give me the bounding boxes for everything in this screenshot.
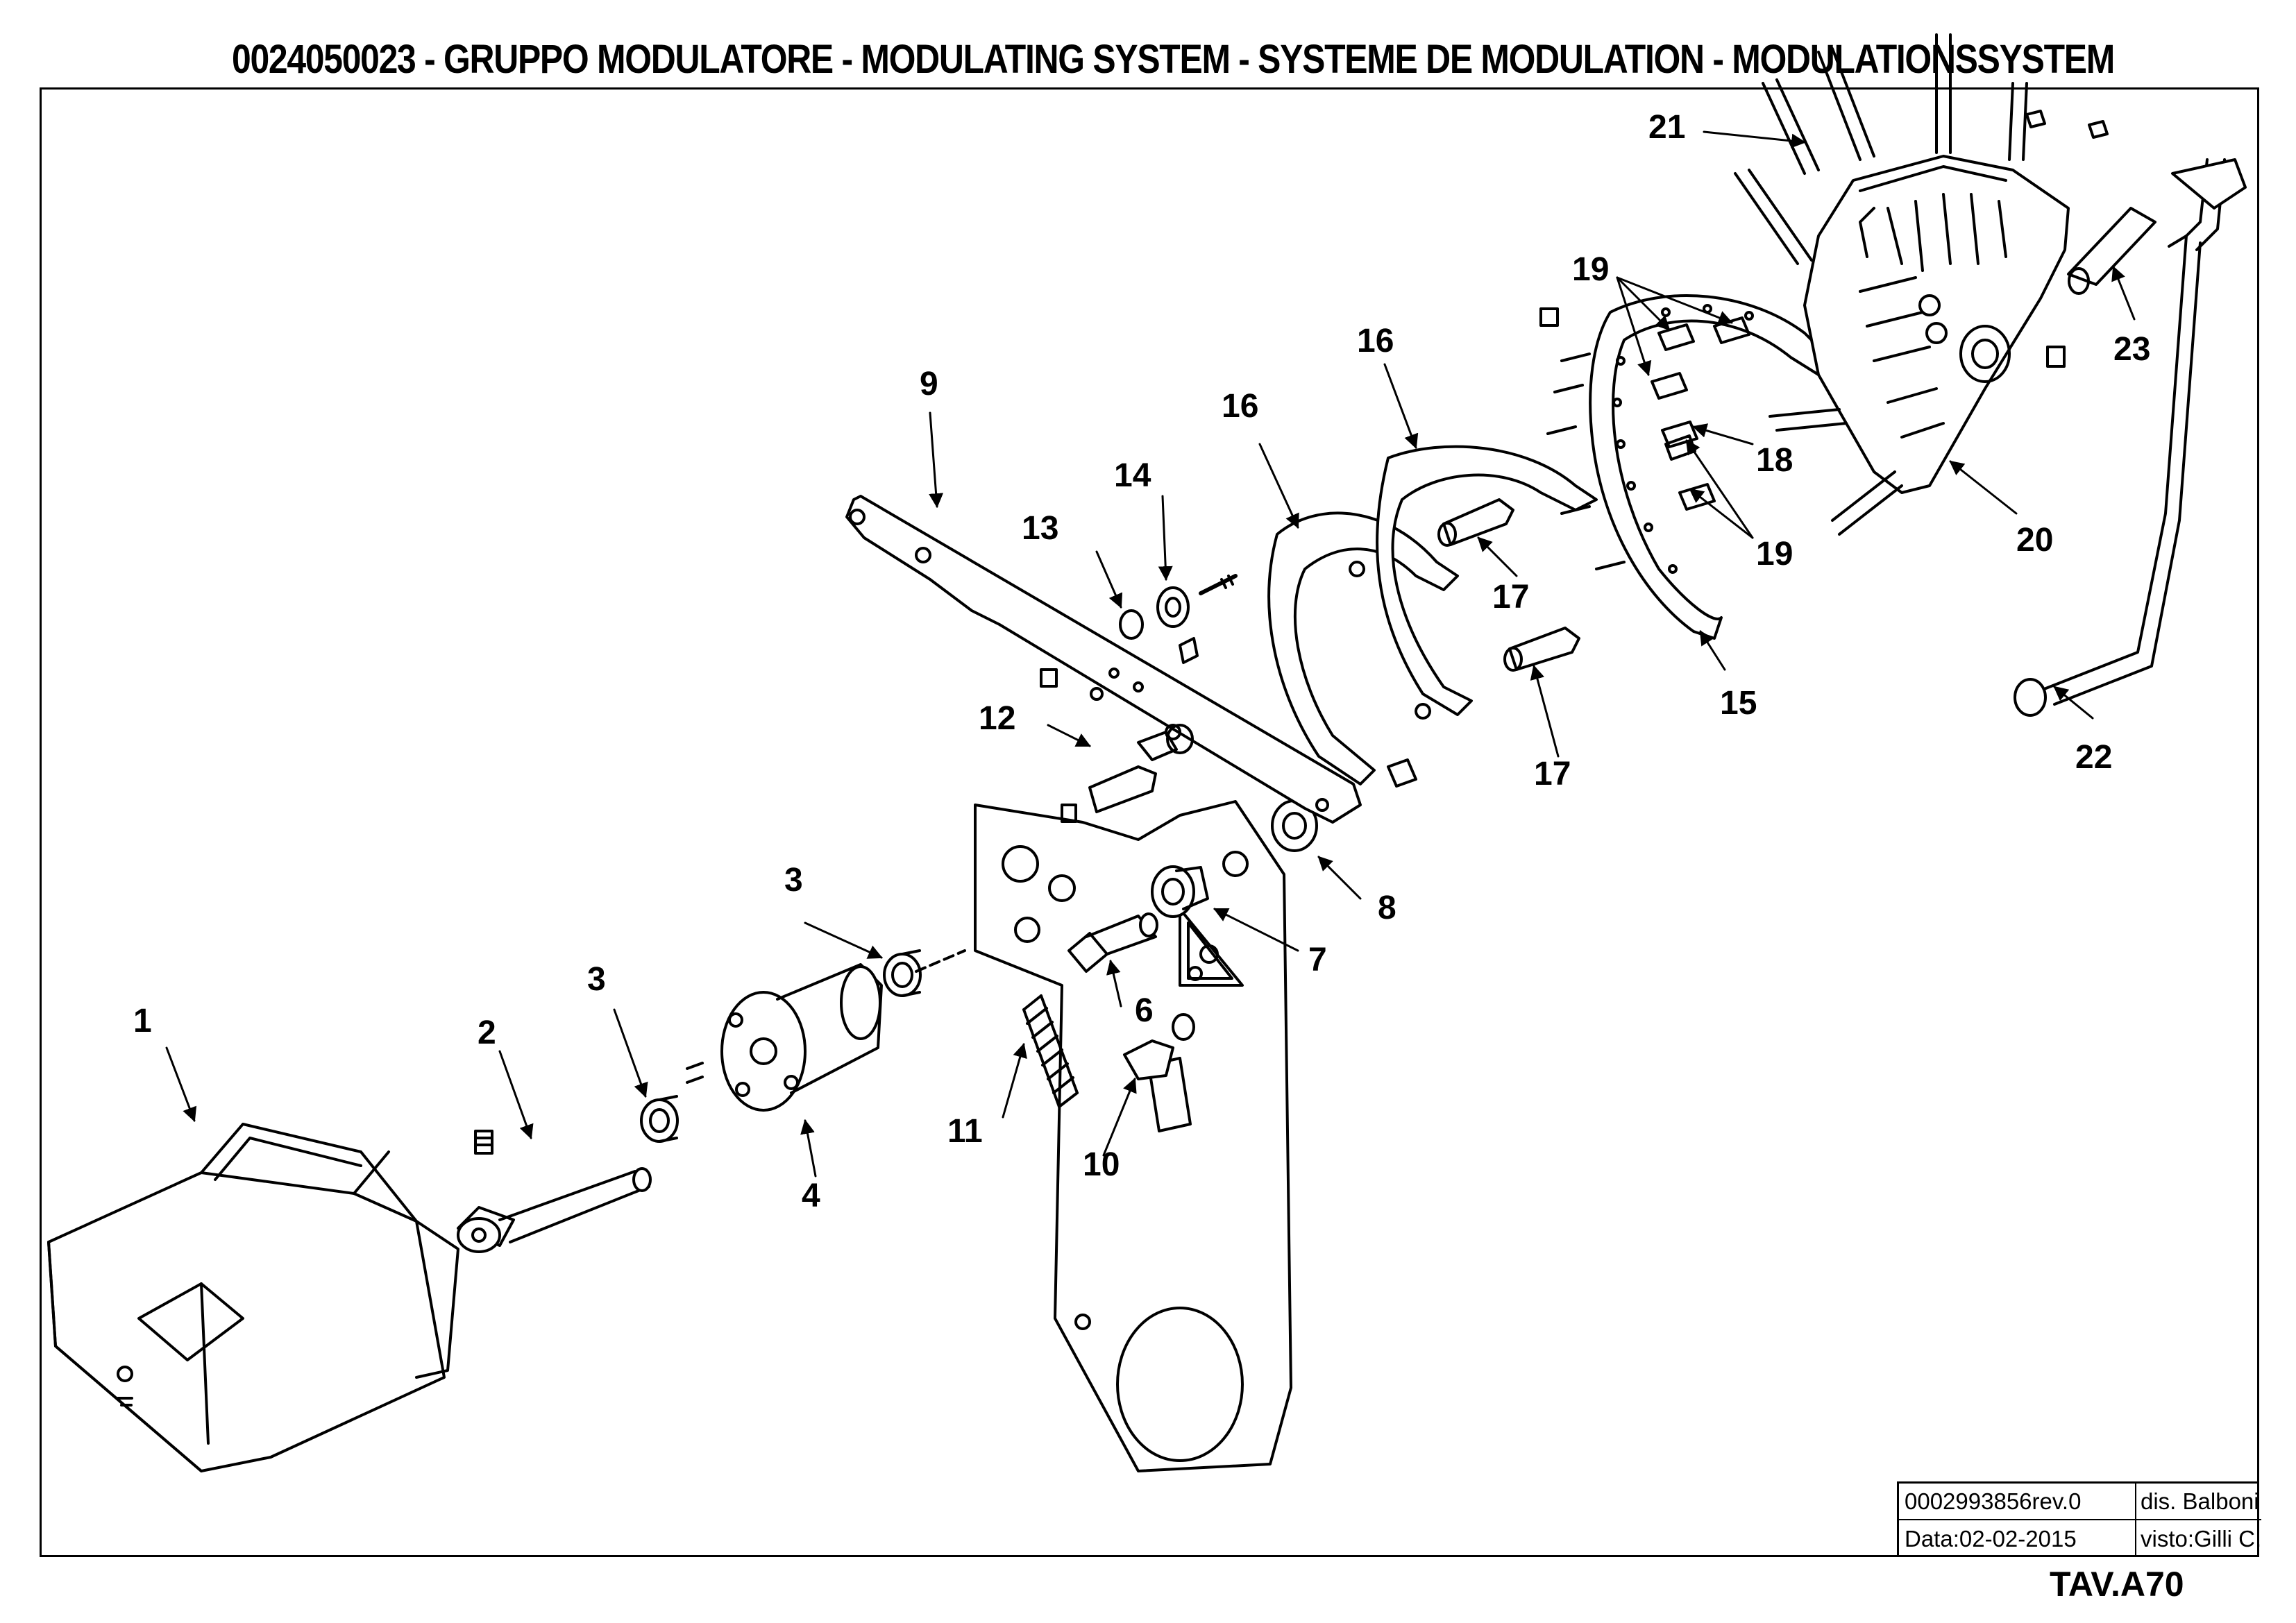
callout-number: 17 <box>1534 756 1571 792</box>
mounting-plate <box>974 800 1292 1472</box>
callout-number: 14 <box>1114 457 1151 494</box>
callout-number: 13 <box>1022 510 1059 547</box>
callout-number: 19 <box>1756 536 1793 572</box>
callout-number: 9 <box>920 366 938 402</box>
leader-arrows <box>165 130 2136 1178</box>
indicator-light-icon <box>117 1366 133 1382</box>
title-block: 0002993856rev.0 dis. Balboni Data:02-02-… <box>1897 1481 2261 1557</box>
cam-band <box>1267 445 1598 785</box>
callout-number: 10 <box>1083 1146 1120 1183</box>
callout-number: 22 <box>2075 739 2113 776</box>
callout-number: 2 <box>478 1014 496 1051</box>
designer: dis. Balboni <box>2135 1484 2261 1520</box>
sheet-number: TAV.A70 <box>2050 1565 2184 1604</box>
callout-number: 3 <box>587 961 606 998</box>
linkage-rod <box>2014 158 2247 717</box>
callout-number: 12 <box>979 700 1016 737</box>
adjusting-screw <box>1387 498 1580 788</box>
callout-number: 4 <box>802 1178 820 1214</box>
callout-number: 7 <box>1308 942 1327 978</box>
cam-clips <box>1651 316 1750 511</box>
callout-number: 20 <box>2016 522 2054 559</box>
callout-number: 6 <box>1135 992 1154 1029</box>
bushing <box>640 949 922 1143</box>
stud-bolt <box>1040 668 1194 823</box>
spacer <box>2067 207 2156 295</box>
callout-number: 11 <box>947 1113 983 1150</box>
checked-by: visto:Gilli C. <box>2135 1520 2261 1557</box>
coupling-hub <box>686 949 966 1112</box>
cam-housing <box>1803 155 2070 494</box>
callout-number: 15 <box>1720 685 1757 722</box>
pivot-pin <box>1067 912 1158 973</box>
callout-number: 19 <box>1572 251 1610 288</box>
callout-number: 16 <box>1357 323 1394 359</box>
drawing-date: Data:02-02-2015 <box>1905 1525 2077 1552</box>
spring <box>1022 994 1079 1108</box>
drawing-title: 0024050023 - GRUPPO MODULATORE - MODULAT… <box>232 37 2115 82</box>
screws <box>1734 33 2109 536</box>
callout-number: 3 <box>784 862 803 899</box>
callout-number: 17 <box>1492 579 1530 615</box>
servomotor <box>47 1123 459 1472</box>
hex-nut <box>1151 865 1209 918</box>
drawing-number: 0002993856rev.0 <box>1899 1484 2135 1520</box>
drawing-frame <box>40 87 2259 1557</box>
curved-profile-plate <box>1539 294 1827 640</box>
callout-number: 23 <box>2113 331 2151 368</box>
nut <box>1271 799 1318 852</box>
callout-number: 16 <box>1222 388 1259 425</box>
elbow-fitting <box>1123 1013 1195 1080</box>
callout-number: 8 <box>1378 890 1396 926</box>
callout-number: 21 <box>1648 109 1686 146</box>
callout-number: 1 <box>133 1003 152 1039</box>
shaft <box>457 1130 652 1253</box>
callout-number: 18 <box>1756 442 1793 479</box>
lever-arm <box>845 495 1362 824</box>
bearing <box>1119 574 1238 664</box>
